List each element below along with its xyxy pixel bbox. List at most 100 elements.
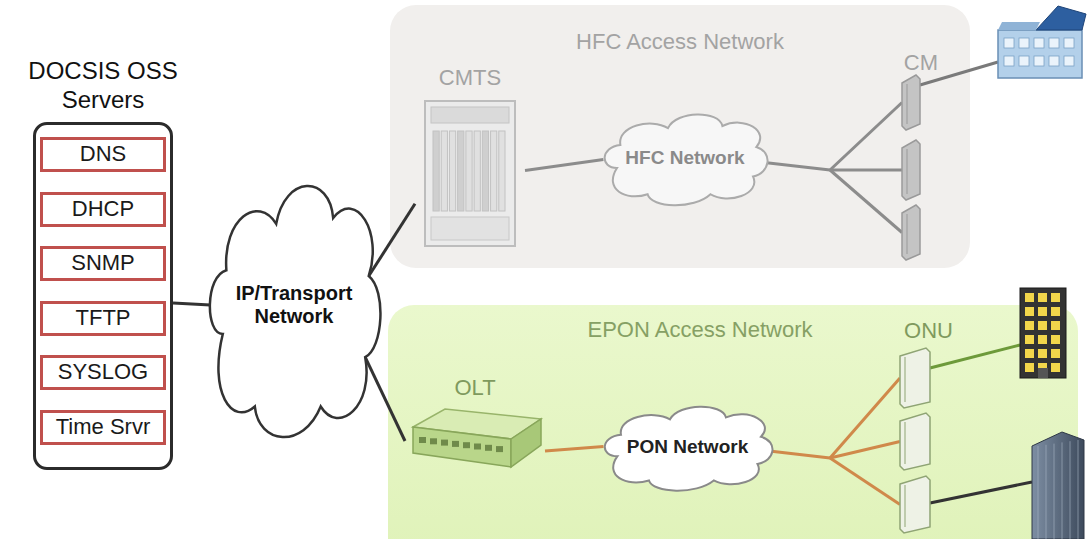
link-line xyxy=(767,163,830,170)
device-body xyxy=(902,205,920,260)
window xyxy=(1051,321,1060,330)
facade-line xyxy=(1046,445,1047,539)
building-body xyxy=(998,30,1082,78)
window xyxy=(1038,335,1047,344)
olt-port xyxy=(474,444,481,450)
epon-region-fill xyxy=(388,305,1078,539)
device-body xyxy=(902,75,920,130)
device-edge xyxy=(907,84,908,124)
region-title: HFC Access Network xyxy=(390,29,970,55)
window xyxy=(1038,349,1047,358)
window xyxy=(1049,38,1059,48)
cmts-card xyxy=(491,131,497,211)
facade-line xyxy=(1062,442,1063,539)
server-box: SNMP xyxy=(40,246,166,281)
device-edge xyxy=(905,357,906,402)
building-body xyxy=(1020,288,1066,378)
cmts-card xyxy=(449,131,455,211)
server-label: DNS xyxy=(80,142,126,166)
olt-port xyxy=(452,441,459,447)
server-label: DHCP xyxy=(72,197,134,221)
server-label: SNMP xyxy=(71,251,135,275)
region-title: EPON Access Network xyxy=(388,317,1078,343)
facade-line xyxy=(1054,444,1055,539)
cloud-shape xyxy=(605,114,768,205)
device-edge xyxy=(905,422,906,464)
server-label: SYSLOG xyxy=(58,360,148,384)
cmts-chassis xyxy=(425,101,515,246)
drop-line xyxy=(930,482,1032,503)
olt-front xyxy=(413,427,511,467)
link-line xyxy=(365,357,405,441)
network-cloud: IP/Transport Network xyxy=(205,160,383,450)
network-cloud: HFC Network xyxy=(600,105,770,210)
split-line xyxy=(830,103,902,171)
window xyxy=(1025,335,1034,344)
window xyxy=(1049,56,1059,66)
building-door xyxy=(1038,368,1048,378)
olt-port xyxy=(496,446,503,452)
roof xyxy=(998,22,1040,30)
building-body xyxy=(1032,432,1084,539)
device-label: ONU xyxy=(830,318,955,344)
hfc-region-fill xyxy=(390,5,970,268)
server-box: SYSLOG xyxy=(40,355,166,390)
split-line xyxy=(830,458,900,505)
cloud-label: HFC Network xyxy=(615,147,755,169)
device-art xyxy=(830,318,955,539)
link-line xyxy=(369,204,415,276)
network-cloud: PON Network xyxy=(600,398,775,495)
window xyxy=(1025,307,1034,316)
window xyxy=(1004,56,1014,66)
server-label: TFTP xyxy=(76,306,131,330)
cmts-card xyxy=(474,131,480,211)
cloud-label: IP/Transport Network xyxy=(224,282,364,328)
window xyxy=(1019,38,1029,48)
split-line xyxy=(830,170,902,233)
cmts-card xyxy=(441,131,447,211)
device-edge xyxy=(907,149,908,194)
cmts-device: CMTS xyxy=(415,65,525,250)
window xyxy=(1034,38,1044,48)
window xyxy=(1019,56,1029,66)
window xyxy=(1051,293,1060,302)
cmts-card xyxy=(482,131,488,211)
window xyxy=(1038,307,1047,316)
window xyxy=(1051,335,1060,344)
split-line xyxy=(830,378,900,458)
group-heading: DOCSIS OSS Servers xyxy=(13,57,193,115)
window xyxy=(1025,349,1034,358)
facade-line xyxy=(1038,446,1039,539)
device-label: CMTS xyxy=(415,65,525,91)
device-art xyxy=(830,50,940,265)
window xyxy=(1051,307,1060,316)
olt-port xyxy=(430,438,437,444)
solar-roof xyxy=(1036,6,1086,30)
device-label: CM xyxy=(830,50,940,76)
split-line xyxy=(830,442,900,459)
device-edge xyxy=(907,214,908,254)
access-region: HFC Access NetworkCMTS HFC Network CM xyxy=(390,5,970,268)
window xyxy=(1064,56,1074,66)
server-label: Time Srvr xyxy=(56,415,151,439)
server-box: DHCP xyxy=(40,192,166,227)
cmts-card xyxy=(458,131,464,211)
cmts-top-panel xyxy=(431,107,509,123)
cmts-card xyxy=(499,131,505,211)
access-region: EPON Access NetworkOLT PON Network ONU xyxy=(388,305,1078,539)
window xyxy=(1038,293,1047,302)
device-edge xyxy=(905,485,906,527)
cmts-card xyxy=(433,131,439,211)
device-body xyxy=(900,348,930,408)
device-body xyxy=(900,476,930,533)
window xyxy=(1051,363,1060,372)
facade-line xyxy=(1070,441,1071,539)
olt-port xyxy=(441,440,448,446)
window xyxy=(1025,321,1034,330)
server-group: DOCSIS OSS ServersDNSDHCPSNMPTFTPSYSLOGT… xyxy=(33,122,173,470)
window xyxy=(1025,363,1034,372)
link-line xyxy=(525,160,603,171)
olt-port xyxy=(485,445,492,451)
device-label: OLT xyxy=(405,375,545,401)
olt-side xyxy=(511,419,541,467)
